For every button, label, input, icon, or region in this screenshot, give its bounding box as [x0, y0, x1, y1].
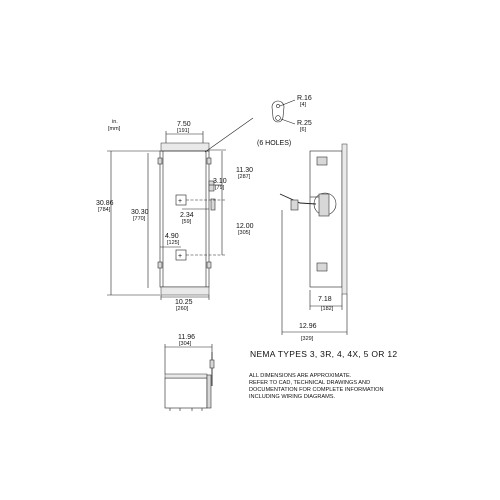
svg-text:+: +: [178, 198, 182, 205]
svg-text:[6]: [6]: [300, 127, 307, 133]
svg-text:[191]: [191]: [177, 128, 190, 134]
dim-depth: 7.18 [182]: [309, 290, 343, 312]
svg-text:[329]: [329]: [301, 336, 314, 342]
handle-mechanism: [210, 198, 216, 211]
svg-text:30.30: 30.30: [131, 209, 149, 216]
svg-text:[287]: [287]: [238, 174, 251, 180]
svg-text:11.30: 11.30: [236, 167, 253, 174]
svg-text:2.34: 2.34: [180, 212, 194, 219]
handle-hub: [318, 193, 330, 217]
units-mm: [mm]: [108, 126, 121, 132]
bottom-view: [164, 352, 215, 411]
upper-latch: [316, 156, 328, 166]
bottom-flange: [160, 286, 210, 296]
svg-text:(6 HOLES): (6 HOLES): [257, 140, 291, 147]
svg-text:[79]: [79]: [215, 185, 225, 191]
svg-text:[770]: [770]: [133, 216, 146, 222]
svg-text:12.96: 12.96: [299, 323, 317, 330]
svg-text:[182]: [182]: [321, 306, 334, 312]
svg-text:[59]: [59]: [182, 219, 192, 225]
top-flange: [160, 142, 210, 152]
svg-text:[784]: [784]: [98, 207, 111, 213]
mounting-tab: [206, 261, 212, 269]
dim-upper-offset: 11.30 [287]: [221, 151, 253, 200]
handle-grip: [290, 199, 299, 211]
svg-text:3.10: 3.10: [213, 178, 227, 185]
dim-hub-offset: 3.10 [79]: [209, 178, 227, 191]
svg-text:[305]: [305]: [238, 230, 251, 236]
leader-line: [204, 117, 254, 153]
dim-lower-offset: 12.00 [305]: [221, 200, 254, 255]
hole-detail: R.16 [4] R.25 [6] (6 HOLES): [257, 95, 312, 147]
hole-large: [275, 115, 281, 121]
dim-height-inner: 30.30 [770]: [131, 153, 149, 288]
hole-small: [276, 104, 280, 108]
front-view: + +: [157, 142, 226, 296]
note-line: DOCUMENTATION FOR COMPLETE INFORMATION: [249, 387, 384, 393]
nema-rating: NEMA TYPES 3, 3R, 4, 4X, 5 OR 12: [250, 349, 397, 359]
svg-text:[304]: [304]: [179, 341, 192, 347]
svg-text:7.18: 7.18: [318, 296, 332, 303]
lower-latch: [316, 262, 328, 272]
bottom-body: [164, 377, 208, 409]
units-in: in.: [112, 119, 118, 125]
dim-bottom-view-width: 11.96 [304]: [164, 334, 213, 374]
dim-height-outer: 30.86 [784]: [96, 150, 160, 296]
mounting-tab: [157, 261, 163, 269]
dim-overall-depth: 12.96 [329]: [281, 210, 348, 342]
dim-side-offset: 4.90 [125]: [160, 233, 181, 248]
svg-text:30.86: 30.86: [96, 200, 114, 207]
svg-text:R.25: R.25: [297, 120, 312, 127]
svg-text:11.96: 11.96: [178, 334, 195, 341]
notes-block: ALL DIMENSIONS ARE APPROXIMATE. REFER TO…: [249, 373, 384, 400]
operating-handle: [279, 193, 317, 205]
svg-text:12.00: 12.00: [236, 223, 254, 230]
dim-hub-width: 2.34 [59]: [180, 208, 209, 225]
svg-text:10.25: 10.25: [175, 299, 193, 306]
mounting-tab: [157, 157, 163, 165]
bottom-handle-grip: [209, 359, 215, 369]
bottom-lip: [164, 373, 208, 379]
svg-text:R.16: R.16: [297, 95, 312, 102]
svg-text:4.90: 4.90: [165, 233, 179, 240]
operating-hub: [208, 180, 215, 192]
dim-bottom-width: 10.25 [260]: [160, 295, 210, 312]
svg-text:7.50: 7.50: [177, 121, 191, 128]
note-line: ALL DIMENSIONS ARE APPROXIMATE.: [249, 373, 352, 379]
dim-top-width: 7.50 [191]: [165, 121, 204, 143]
svg-text:[125]: [125]: [167, 240, 180, 246]
side-door: [341, 143, 348, 295]
note-line: REFER TO CAD, TECHNICAL DRAWINGS AND: [249, 380, 370, 386]
svg-text:[4]: [4]: [300, 102, 307, 108]
bottom-door-edge: [206, 374, 212, 409]
svg-text:[260]: [260]: [176, 306, 189, 312]
svg-text:+: +: [178, 253, 182, 260]
mounting-tab: [206, 157, 212, 165]
side-view: [279, 143, 348, 295]
note-line: INCLUDING WIRING DIAGRAMS.: [249, 394, 336, 400]
